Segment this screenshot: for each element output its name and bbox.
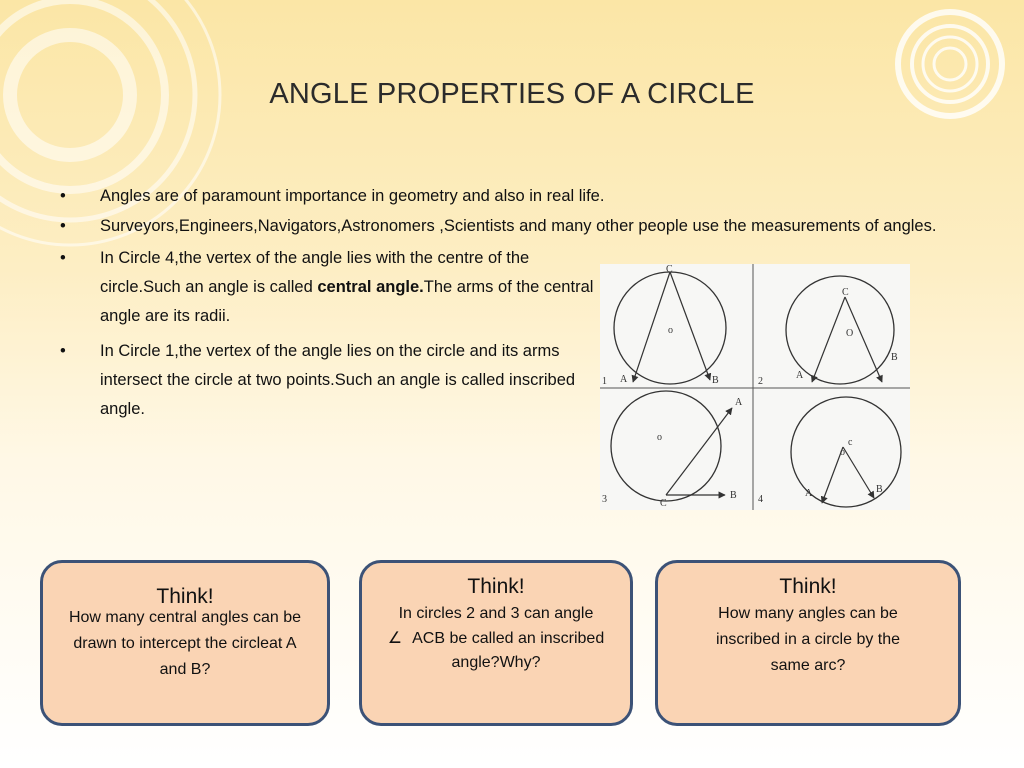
card-body: How many angles can be inscribed in a ci… [715, 605, 901, 674]
panel-number-1: 1 [602, 376, 607, 387]
bullet-marker: • [60, 217, 66, 235]
bold-term: central angle. [317, 278, 424, 296]
label-o: O [846, 328, 853, 339]
arm-ca [820, 446, 844, 504]
think-card-3: Think! How many angles can be inscribed … [655, 560, 961, 726]
label-a: A [620, 374, 628, 385]
circle-4 [790, 396, 902, 508]
arm-cb [842, 446, 875, 499]
slide-title: ANGLE PROPERTIES OF A CIRCLE [269, 78, 755, 110]
decorative-rings-right [895, 9, 1005, 119]
bullet-text: In Circle 1,the vertex of the angle lies… [100, 342, 576, 418]
label-o: o [840, 447, 845, 458]
panel-number-3: 3 [602, 494, 607, 505]
bullet-item: • In Circle 4,the vertex of the angle li… [60, 244, 600, 331]
bullet-text: Angles are of paramount importance in ge… [100, 187, 605, 205]
bullet-item: • Angles are of paramount importance in … [60, 184, 970, 208]
label-b: B [730, 490, 737, 501]
card-heading: Think! [156, 585, 214, 608]
label-b: B [891, 352, 898, 363]
arm-cb [669, 271, 712, 381]
card-heading: Think! [779, 575, 837, 598]
bullet-marker: • [60, 342, 66, 360]
card-heading: Think! [467, 575, 525, 598]
card-body-line: In circles 2 and 3 can angle [398, 605, 594, 622]
decorative-rings-left [0, 0, 222, 247]
label-a: A [735, 397, 743, 408]
card-body-rest: ∠ ACB be called an inscribed angle?Why? [382, 627, 610, 675]
arm-ca [810, 296, 846, 383]
bullet-text: The arms of the central angle are its ra… [100, 278, 594, 325]
bullet-text: Surveyors,Engineers,Navigators,Astronome… [100, 217, 937, 235]
card-body: How many central angles can be drawn to … [68, 609, 302, 678]
arm-cb [844, 296, 883, 383]
label-a: A [805, 488, 813, 499]
bullet-marker: • [60, 187, 66, 205]
circle-3 [610, 390, 722, 502]
panel-number-2: 2 [758, 376, 763, 387]
bullet-marker: • [60, 249, 66, 267]
panel-number-4: 4 [758, 494, 763, 505]
think-card-1: Think! How many central angles can be dr… [40, 560, 330, 726]
bullet-item: • Surveyors,Engineers,Navigators,Astrono… [60, 214, 970, 238]
label-b: B [876, 484, 883, 495]
card-body: In circles 2 and 3 can angle ∠ ACB be cal… [362, 601, 630, 675]
label-c: c [848, 437, 853, 448]
card-body-text: ACB be called an inscribed angle?Why? [412, 630, 605, 671]
circle-2 [785, 275, 895, 385]
circle-diagrams-figure: C o A B 1 C O A B 2 o A C B 3 c o A B 4 [600, 264, 910, 510]
bullet-list: • Angles are of paramount importance in … [60, 184, 970, 430]
bullet-text: In Circle 4,the vertex of the angle lies… [100, 249, 530, 296]
angle-symbol: ∠ [387, 630, 403, 647]
label-c: C [660, 498, 667, 509]
label-a: A [796, 370, 804, 381]
label-c: C [842, 287, 849, 298]
label-c: C [666, 264, 673, 275]
arm-ca [631, 271, 671, 383]
think-card-2: Think! In circles 2 and 3 can angle ∠ ACB… [359, 560, 633, 726]
bullet-item: • In Circle 1,the vertex of the angle li… [60, 337, 600, 424]
arm-ca [665, 407, 733, 496]
label-o: o [657, 432, 662, 443]
label-b: B [712, 375, 719, 386]
label-o: o [668, 325, 673, 336]
